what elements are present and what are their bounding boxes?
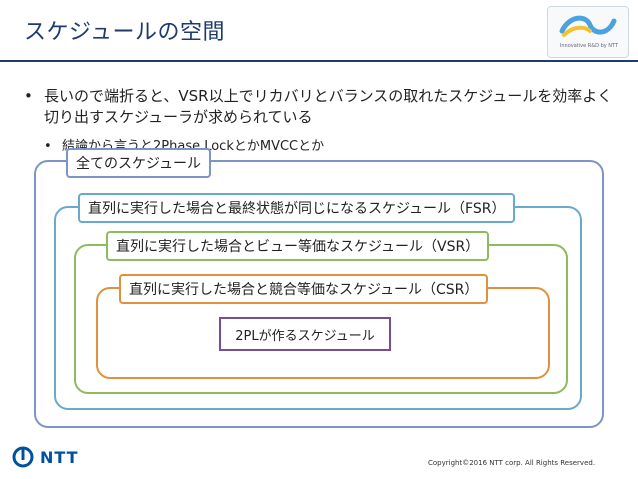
bullet-item: 長いので端折ると、VSR以上でリカバリとバランスの取れたスケジュールを効率よく切… (24, 86, 614, 128)
swirl-logo-icon (559, 15, 617, 37)
copyright-notice: Copyright©2016 NTT corp. All Rights Rese… (428, 459, 596, 467)
ntt-footer-logo: NTT (12, 446, 79, 468)
slide-title: スケジュールの空間 (24, 20, 225, 45)
all-schedules-box (34, 160, 604, 428)
title-divider (0, 60, 638, 62)
ntt-mark-icon (12, 446, 34, 468)
logo-caption: Innovative R&D by NTT (559, 43, 619, 49)
csr-label: 直列に実行した場合と競合等価なスケジュール（CSR） (119, 274, 489, 304)
fsr-label: 直列に実行した場合と最終状態が同じになるスケジュール（FSR） (78, 193, 516, 223)
ntt-wordmark: NTT (40, 447, 79, 467)
all-schedules-label: 全てのスケジュール (66, 148, 212, 178)
twopl-schedules-box: 2PLが作るスケジュール (219, 317, 391, 351)
innovative-rd-logo: Innovative R&D by NTT (547, 6, 629, 58)
bullet-list: 長いので端折ると、VSR以上でリカバリとバランスの取れたスケジュールを効率よく切… (24, 86, 614, 157)
vsr-label: 直列に実行した場合とビュー等価なスケジュール（VSR） (106, 231, 490, 261)
